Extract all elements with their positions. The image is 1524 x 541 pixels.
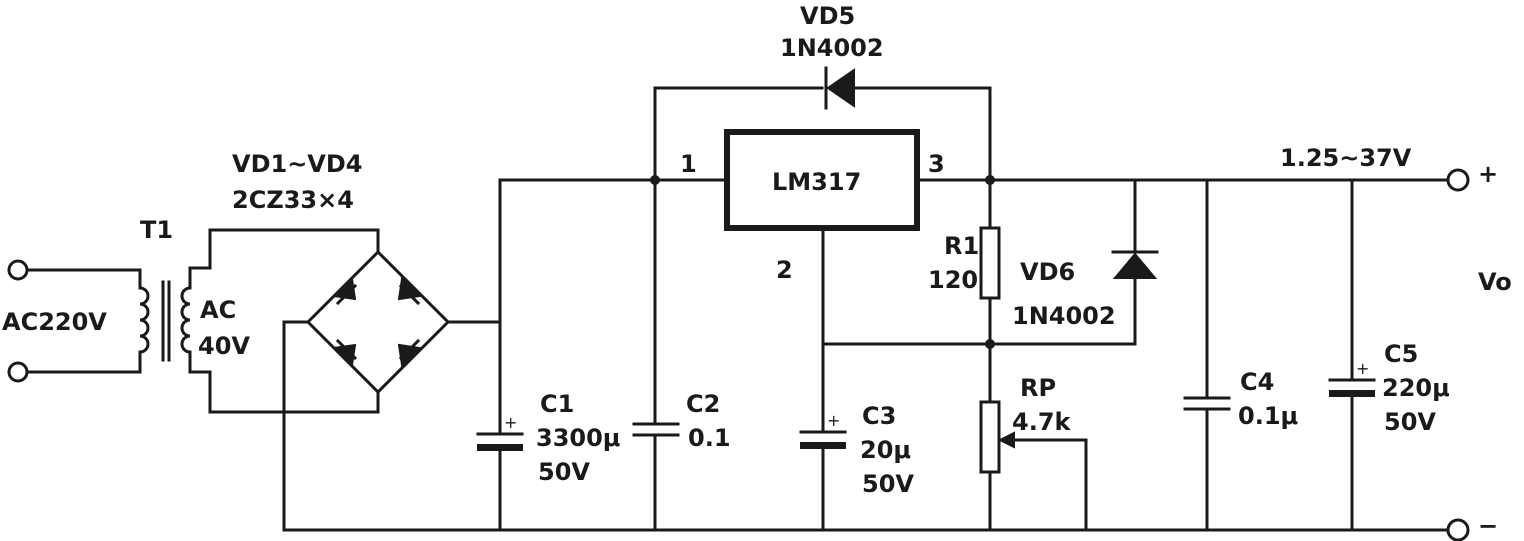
bridge-part: 2CZ33×4: [232, 186, 354, 214]
c1-ref: C1: [540, 390, 574, 418]
t1-secondary-ac: AC: [200, 296, 236, 324]
junction-dot: [985, 175, 995, 185]
junction-dots: [650, 175, 995, 349]
t1-label: T1: [140, 216, 173, 244]
dc-output: 1.25~37V + − Vo: [1280, 144, 1512, 541]
r1-ref: R1: [944, 232, 979, 260]
junction-dot: [650, 175, 660, 185]
transformer-t1: T1 AC 40V: [138, 216, 380, 414]
c3-value: 20μ: [860, 436, 911, 464]
vd5-ref: VD5: [800, 2, 855, 30]
pin2-label: 2: [776, 256, 793, 284]
input-voltage-label: AC220V: [2, 308, 107, 336]
regulator-name: LM317: [772, 168, 861, 196]
c3-ref: C3: [862, 402, 896, 430]
c5-value: 220μ: [1382, 374, 1450, 402]
c5-polarity: +: [1356, 359, 1369, 378]
capacitor-c3: + C3 20μ 50V: [799, 342, 914, 532]
bridge-rectifier: VD1~VD4 2CZ33×4: [232, 150, 502, 532]
ac-input: AC220V: [2, 259, 142, 383]
resistor-r1: R1 120: [928, 178, 1001, 346]
pin1-label: 1: [680, 150, 697, 178]
bridge-diode-lower-left: [331, 338, 358, 368]
capacitor-c2: C2 0.1: [632, 178, 731, 532]
rp-ref: RP: [1020, 374, 1056, 402]
bridge-diode-upper-right: [397, 276, 422, 306]
vd5-part: 1N4002: [780, 34, 884, 62]
output-minus-sign: −: [1478, 512, 1498, 540]
c1-value: 3300μ: [536, 424, 620, 452]
c5-voltage: 50V: [1384, 408, 1436, 436]
input-terminal-bottom: [7, 361, 29, 383]
bridge-ref: VD1~VD4: [232, 150, 363, 178]
capacitor-c4: C4 0.1μ: [1183, 178, 1298, 532]
c1-voltage: 50V: [538, 458, 590, 486]
c4-ref: C4: [1240, 368, 1274, 396]
c4-value: 0.1μ: [1238, 402, 1298, 430]
c5-ref: C5: [1384, 340, 1418, 368]
pin3-label: 3: [928, 150, 945, 178]
c2-ref: C2: [686, 390, 720, 418]
vd6-ref: VD6: [1020, 258, 1075, 286]
capacitor-c1: + C1 3300μ 50V: [476, 320, 620, 532]
vd6-part: 1N4002: [1012, 302, 1116, 330]
c2-value: 0.1: [688, 424, 731, 452]
bridge-diode-lower-right: [397, 338, 422, 368]
capacitor-c5: + C5 220μ 50V: [1328, 178, 1450, 532]
c3-voltage: 50V: [862, 470, 914, 498]
output-range: 1.25~37V: [1280, 144, 1412, 172]
c3-polarity: +: [827, 411, 840, 430]
diode-vd5: VD5 1N4002: [780, 2, 884, 110]
output-terminal-negative: [1446, 518, 1470, 541]
r1-value: 120: [928, 266, 978, 294]
rp-value: 4.7k: [1012, 408, 1072, 436]
potentiometer-rp: RP 4.7k: [979, 342, 1088, 532]
junction-dot: [985, 339, 995, 349]
output-label: Vo: [1478, 268, 1512, 296]
t1-secondary-voltage: 40V: [198, 332, 250, 360]
diode-vd6: VD6 1N4002: [1012, 178, 1159, 346]
input-terminal-top: [7, 259, 29, 281]
bridge-diode-upper-left: [331, 276, 358, 306]
regulator-lm317: LM317 1 2 3: [680, 129, 945, 284]
output-plus-sign: +: [1478, 160, 1498, 188]
c1-polarity: +: [504, 413, 517, 432]
output-terminal-positive: [1446, 168, 1470, 192]
